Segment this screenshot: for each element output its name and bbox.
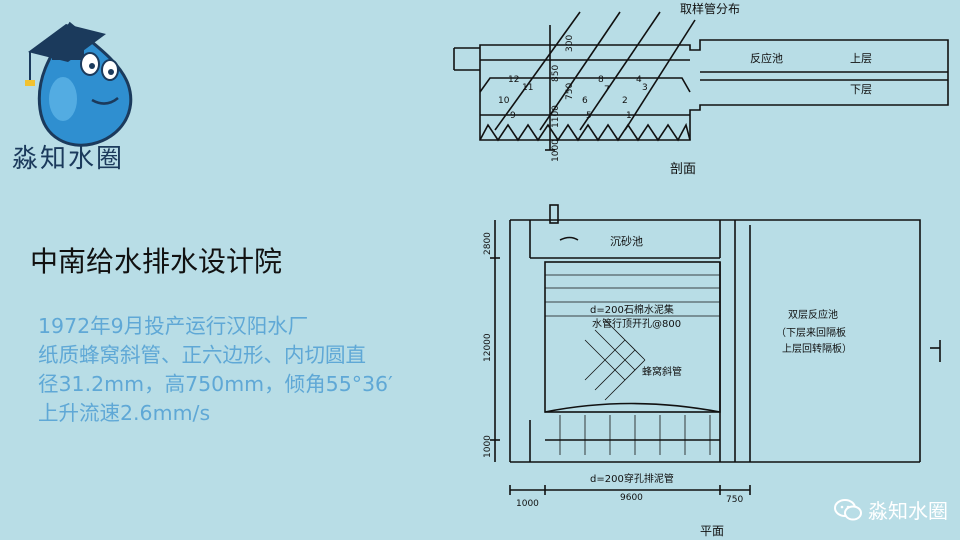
- section-point: 5: [586, 111, 592, 121]
- section-point: 6: [582, 96, 588, 106]
- section-top-label: 取样管分布: [680, 1, 740, 16]
- plan-dim-v: 1000: [483, 435, 493, 458]
- section-dim: 1100: [551, 105, 561, 128]
- description: 1972年9月投产运行汉阳水厂 纸质蜂窝斜管、正六边形、内切圆直 径31.2mm…: [38, 312, 458, 428]
- plan-reaction-label: 双层反应池: [788, 308, 838, 321]
- section-lower-sub: 下层: [850, 83, 872, 96]
- description-line: 径31.2mm，高750mm，倾角55°36′: [38, 372, 393, 396]
- section-point: 2: [622, 96, 628, 106]
- plan-dim-h: 1000: [516, 499, 539, 509]
- watermark: 淼知水圈: [834, 495, 948, 524]
- plan-drain-label: d=200穿孔排泥管: [590, 472, 674, 485]
- section-point: 11: [522, 83, 533, 93]
- description-line: 1972年9月投产运行汉阳水厂: [38, 314, 309, 338]
- section-point: 3: [642, 83, 648, 93]
- section-dim: 850: [551, 65, 561, 82]
- section-upper-label: 反应池: [750, 51, 783, 65]
- section-upper-sub: 上层: [850, 52, 872, 65]
- watermark-text: 淼知水圈: [868, 499, 948, 523]
- plan-pipe-note: 水管行顶开孔@800: [592, 317, 681, 330]
- section-point: 10: [498, 96, 510, 106]
- section-point: 1: [626, 111, 632, 121]
- description-line: 上升流速2.6mm/s: [38, 401, 211, 425]
- section-dim: 1000: [551, 139, 561, 162]
- section-point: 8: [598, 75, 604, 85]
- section-dim: 750: [565, 83, 575, 100]
- description-line: 纸质蜂窝斜管、正六边形、内切圆直: [38, 343, 366, 367]
- section-point: 9: [510, 111, 516, 121]
- plan-dim-h: 9600: [620, 493, 643, 503]
- plan-reaction-label: 上层回转隔板）: [782, 342, 852, 355]
- logo-mascot: [25, 21, 133, 147]
- plan-grit-label: 沉砂池: [610, 235, 643, 248]
- section-point: 4: [636, 75, 642, 85]
- plan-dim-v: 2800: [483, 232, 493, 255]
- plan-pipe-note: d=200石棉水泥集: [590, 303, 674, 316]
- section-point: 12: [508, 75, 519, 85]
- plan-dim-h: 750: [726, 495, 743, 505]
- section-point: 7: [604, 85, 610, 95]
- section-caption: 剖面: [670, 162, 696, 177]
- logo-text: 淼知水圈: [12, 144, 125, 174]
- plan-honeycomb-label: 蜂窝斜管: [642, 365, 682, 378]
- wechat-icon: [834, 498, 862, 520]
- page-title: 中南给水排水设计院: [30, 245, 283, 278]
- plan-caption: 平面: [700, 524, 724, 538]
- plan-dim-v: 12000: [483, 333, 493, 362]
- plan-reaction-label: （下层来回隔板: [776, 326, 846, 339]
- section-dim: 300: [565, 35, 575, 52]
- engineering-drawing: 取样管分布: [453, 1, 949, 538]
